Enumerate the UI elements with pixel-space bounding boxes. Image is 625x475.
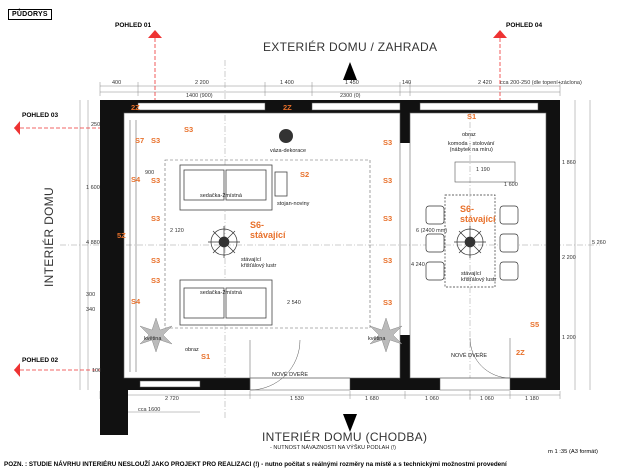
s2-label: S2 <box>300 170 310 179</box>
chandelier-left-label: stávající křišťálový lustr <box>241 257 277 269</box>
dim-bottom-1: 2 720 <box>165 396 179 402</box>
s3-label-1: S3 <box>184 125 194 134</box>
scale-label: m 1 :35 (A3 formát) <box>548 449 598 455</box>
plant-right-label: květina <box>368 336 386 342</box>
s3-label-5: S3 <box>151 256 161 265</box>
dim-bottom-5: 1 060 <box>480 396 494 402</box>
dim-inner-1: 900 <box>145 170 155 176</box>
dim-bottom-4: 1 060 <box>425 396 439 402</box>
dim-right-5: 4 240 <box>411 262 425 268</box>
s6-right-label: S6- stávající <box>460 204 496 224</box>
dim-right-1: 1 860 <box>562 160 576 166</box>
view-label-04: POHLED 04 <box>506 22 543 29</box>
dim-cca-top: cca 200-250 (dle topení+záclona) <box>500 80 582 86</box>
dim-inner-3: 2 540 <box>287 300 301 306</box>
s3-label-9: S3 <box>383 214 393 223</box>
s5-label: S5 <box>530 320 540 329</box>
exterior-label: EXTERIÉR DOMU / ZAHRADA <box>263 40 438 54</box>
s4-label-2: S4 <box>131 297 141 306</box>
new-door-bottom-label: NOVÉ DVEŘE <box>272 372 309 378</box>
sofa-top-label: sedačka-2místná <box>200 193 242 199</box>
dim-top-1: 400 <box>112 80 122 86</box>
dim-right-4: 1 200 <box>562 335 576 341</box>
s3-label-11: S3 <box>383 298 393 307</box>
dim-left-6: 100 <box>92 368 102 374</box>
dim-inner-5: 1 600 <box>504 182 518 188</box>
dim-top-4: 1 450 <box>345 80 359 86</box>
s1-top-label: S1 <box>467 112 477 121</box>
sideboard-label: komoda - stolování (nábytek na míru) <box>448 141 495 153</box>
s7-label: S7 <box>135 136 145 145</box>
dim-bottom-2: 1 530 <box>290 396 304 402</box>
sofa-bottom-label: sedačka-2místná <box>200 290 242 296</box>
dim-top-sub-1: 1400 (900) <box>186 93 213 99</box>
interior-left-label: INTERIÉR DOMU <box>42 187 56 287</box>
painting-top-label: obraz <box>462 132 476 138</box>
s3-label-6: S3 <box>151 276 161 285</box>
interior-bottom-note: - NUTNOST NÁVAZNOSTI NA VÝŠKU PODLAH (!) <box>270 445 397 451</box>
dim-left-3: 4 880 <box>86 240 100 246</box>
view-label-03: POHLED 03 <box>22 112 59 119</box>
dim-right-3: 5 260 <box>592 240 606 246</box>
dim-left-4: 300 <box>86 292 96 298</box>
s3-label-2: S3 <box>151 136 161 145</box>
footnote: POZN. : STUDIE NÁVRHU INTERIÉRU NESLOUŽÍ… <box>4 461 507 468</box>
s4-label-1: S4 <box>131 175 141 184</box>
dim-inner-6: 6 (2400 mm) <box>416 228 448 234</box>
vase-label: váza-dekorace <box>270 148 307 154</box>
s1-bottom-label: S1 <box>201 352 211 361</box>
dim-cca-bottom: cca 1600 <box>138 407 161 413</box>
dim-inner-2: 2 120 <box>170 228 184 234</box>
dim-left-5: 340 <box>86 307 96 313</box>
chandelier-right-label: stávající křišťálový lustr <box>461 271 497 283</box>
painting-bottom-label: obraz <box>185 347 199 353</box>
5z-label: 5Z <box>117 231 126 240</box>
title-box: PŮDORYS <box>8 9 52 20</box>
dim-bottom-6: 1 180 <box>525 396 539 402</box>
s3-label-8: S3 <box>383 176 393 185</box>
dim-top-2: 2 200 <box>195 80 209 86</box>
dim-left-1: 250 <box>91 122 101 128</box>
s3-label-7: S3 <box>383 138 393 147</box>
dim-left-2: 1 600 <box>86 185 100 191</box>
new-door-right-label: NOVÉ DVEŘE <box>451 353 488 359</box>
interior-bottom-label: INTERIÉR DOMU (CHODBA) <box>262 430 428 444</box>
s3-label-4: S3 <box>151 214 161 223</box>
view-label-01: POHLED 01 <box>115 22 152 29</box>
s6-left-label: S6- stávající <box>250 220 286 240</box>
dim-top-6: 2 420 <box>478 80 492 86</box>
2z-label-1: 2Z <box>131 103 140 112</box>
dim-top-5: 140 <box>402 80 412 86</box>
view-label-02: POHLED 02 <box>22 357 59 364</box>
dim-inner-4: 1 190 <box>476 167 490 173</box>
dim-top-3: 1 400 <box>280 80 294 86</box>
dim-bottom-3: 1 680 <box>365 396 379 402</box>
newspaper-stand-label: stojan-noviny <box>277 201 310 207</box>
2z-label-3: 2Z <box>516 348 525 357</box>
dim-top-sub-2: 2300 (0) <box>340 93 361 99</box>
dim-right-2: 2 200 <box>562 255 576 261</box>
plant-left-label: květina <box>144 336 162 342</box>
s3-label-10: S3 <box>383 256 393 265</box>
2z-label-2: 2Z <box>283 103 292 112</box>
s3-label-3: S3 <box>151 176 161 185</box>
